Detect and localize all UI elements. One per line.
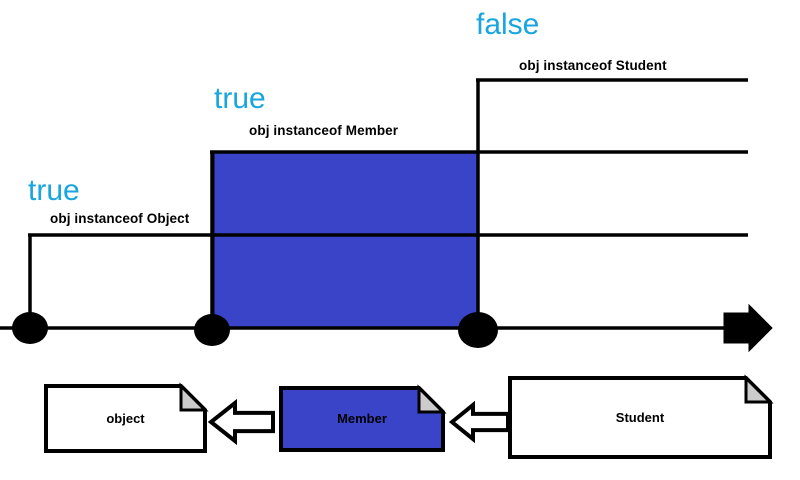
member-highlight-rect bbox=[211, 150, 480, 330]
scope-axis bbox=[0, 303, 773, 353]
object-doc-label: object bbox=[106, 410, 145, 426]
student-doc bbox=[508, 374, 774, 459]
student-scope-bool-label: false bbox=[476, 8, 540, 41]
student-node bbox=[458, 312, 498, 348]
object-scope-bool-label: true bbox=[28, 174, 80, 207]
student-to-member-arrow bbox=[448, 400, 510, 444]
object-scope-expression-label: obj instanceof Object bbox=[50, 211, 190, 226]
axis-arrow-icon bbox=[723, 303, 773, 353]
student-doc-label: Student bbox=[615, 409, 665, 425]
student-scope-expression-label: obj instanceof Student bbox=[519, 58, 667, 73]
member-node bbox=[194, 314, 230, 346]
member-scope-expression-label: obj instanceof Member bbox=[249, 123, 399, 138]
scope-bracket-student bbox=[476, 78, 748, 328]
object-doc bbox=[44, 382, 209, 453]
object-node bbox=[12, 312, 48, 344]
member-to-object-arrow bbox=[207, 398, 275, 446]
member-scope-bool-label: true bbox=[214, 82, 266, 115]
member-doc-label: Member bbox=[337, 411, 387, 426]
member-doc bbox=[279, 384, 447, 452]
